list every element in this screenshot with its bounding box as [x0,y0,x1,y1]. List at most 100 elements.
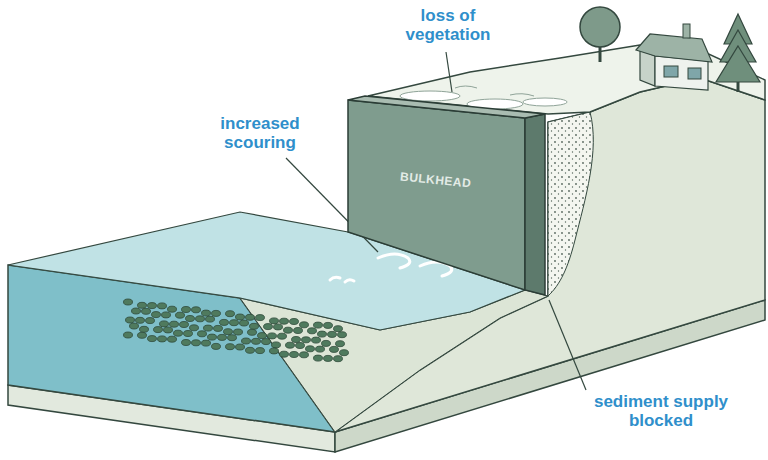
seagrass-clump [184,331,193,337]
seagrass-clump [324,322,333,328]
seagrass-clump [198,331,207,337]
bulkhead-face [525,114,545,295]
conifer-tree [716,14,760,92]
seagrass-clump [224,329,233,335]
seagrass-clump [136,317,145,323]
seagrass-clump [148,336,157,342]
seagrass-clump [162,312,171,318]
seagrass-clump [168,306,177,312]
seagrass-clump [318,331,327,337]
seagrass-clump [124,299,133,305]
seagrass-clump [180,322,189,328]
seagrass-clump [316,346,325,352]
seagrass-clump [290,352,299,358]
seagrass-clump [294,328,303,334]
seagrass-bed [124,299,349,362]
seagrass-clump [230,320,239,326]
seagrass-clump [312,337,321,343]
seagrass-clump [242,338,251,344]
seagrass-clump [270,348,279,354]
seagrass-clump [192,340,201,346]
seagrass-clump [158,336,167,342]
bulkhead-face [348,96,545,118]
seagrass-clump [214,325,223,331]
seagrass-clump [292,337,301,343]
seagrass-clump [158,303,167,309]
seagrass-clump [176,312,185,318]
seagrass-clump [334,356,343,362]
seagrass-clump [300,352,309,358]
seagrass-clump [126,317,135,323]
seagrass-clump [240,320,249,326]
leader-lines [286,52,586,390]
seagrass-clump [280,318,289,324]
seagrass-clump [256,348,265,354]
seagrass-clump [142,308,151,314]
seagrass-clump [140,326,149,332]
seagrass-clump [314,355,323,361]
seagrass-clump [330,346,339,352]
seagrass-clump [132,308,141,314]
seagrass-clump [228,335,237,341]
seagrass-clump [146,318,155,324]
seagrass-clump [202,310,211,316]
seagrass-clump [206,316,215,322]
seagrass-clump [246,314,255,320]
seagrass-clump [306,346,315,352]
seagrass-clump [262,339,271,345]
seagrass-clump [258,333,267,339]
seagrass-clump [226,311,235,317]
seagrass-clump [322,340,331,346]
seagrass-clump [246,347,255,353]
seagrass-clump [234,329,243,335]
seagrass-clump [272,342,281,348]
seagrass-clump [274,324,283,330]
seagrass-clump [286,342,295,348]
seagrass-clump [212,343,221,349]
seagrass-clump [220,319,229,325]
seagrass-clump [154,327,163,333]
seagrass-clump [204,325,213,331]
seagrass-clump [256,315,265,321]
seagrass-clump [336,341,345,347]
seagrass-clump [338,332,347,338]
seagrass-clump [182,340,191,346]
seagrass-clump [186,316,195,322]
seagrass-clump [148,303,157,309]
seagrass-clump [138,332,147,338]
seagrass-clump [270,318,279,324]
seagrass-clump [264,324,273,330]
sediment-fill [548,112,593,296]
house [636,24,712,90]
bulkhead-wall: BULKHEAD [346,94,548,298]
seagrass-clump [168,336,177,342]
seagrass-clump [192,307,201,313]
seagrass-clump [124,332,133,338]
seagrass-clump [324,355,333,361]
round-tree [580,7,620,62]
seagrass-clump [334,326,343,332]
seagrass-clump [308,328,317,334]
seagrass-clump [152,312,161,318]
seagrass-clump [252,338,261,344]
callout-label: sediment supply blocked [586,392,736,430]
callout-label: increased scouring [210,114,310,152]
seagrass-clump [250,323,259,329]
seagrass-clump [208,334,217,340]
node-outline [346,94,548,298]
seagrass-clump [174,330,183,336]
callout-label: loss of vegetation [398,6,498,44]
seagrass-clump [280,351,289,357]
seagrass-clump [236,344,245,350]
seagrass-clump [170,321,179,327]
seagrass-clump [212,310,221,316]
seagrass-clump [236,314,245,320]
seagrass-clump [226,344,235,350]
seagrass-clump [218,334,227,340]
seagrass-clump [182,307,191,313]
seagrass-clump [160,321,169,327]
bulkhead-face [348,100,525,290]
seagrass-clump [296,343,305,349]
seagrass-clump [328,331,337,337]
